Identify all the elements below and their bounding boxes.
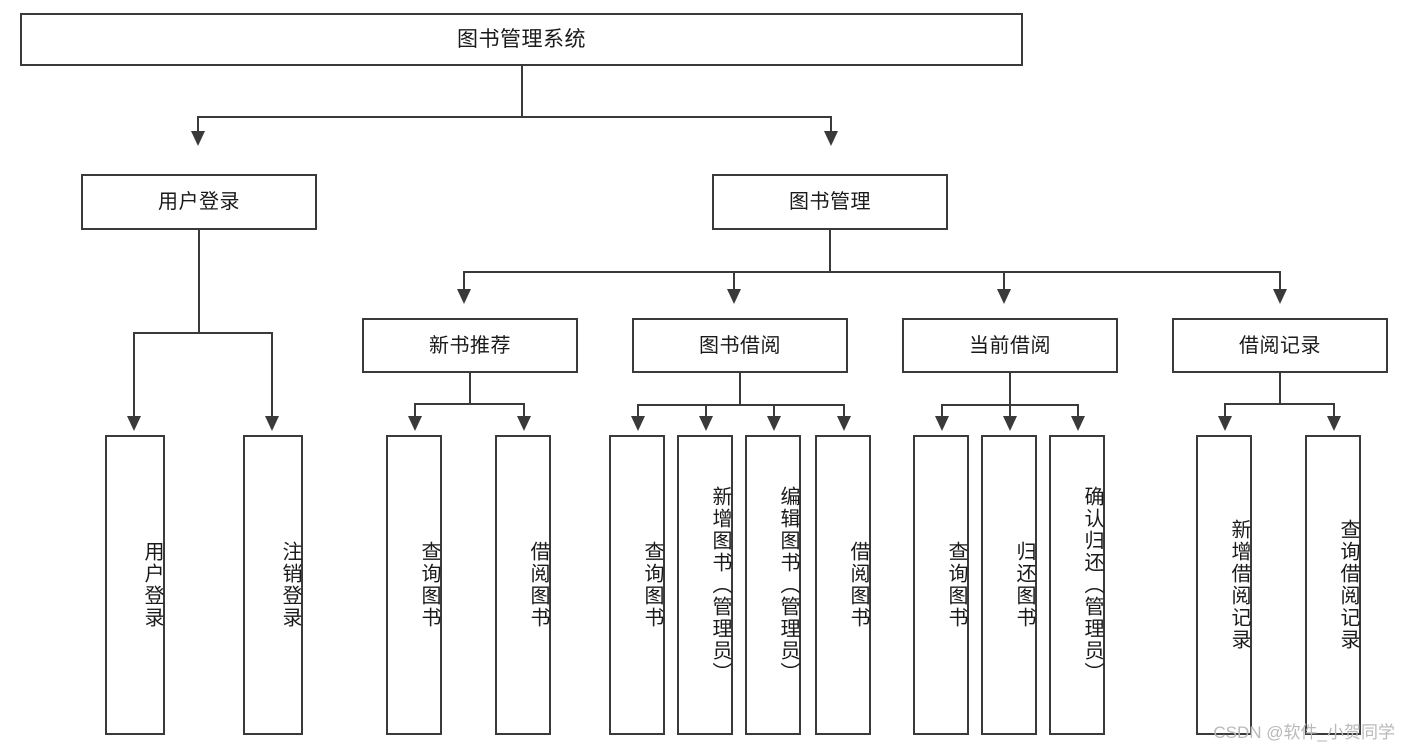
node-book-borrow[interactable]: 图书借阅 [632,318,848,373]
connector-borrow-record-stem [1279,373,1281,404]
leaf-query-borrow-record-label: 查询借阅记录 [1337,519,1359,651]
connector-cb-3 [1077,404,1079,417]
arrow-to-book-management [824,131,838,146]
arrow-to-leaf-query-book-3 [935,416,949,431]
leaf-query-book-2[interactable]: 查询图书 [609,435,665,735]
connector-new-book-bus [414,403,524,405]
connector-user-login-right [271,332,273,418]
arrow-to-leaf-user-login [127,416,141,431]
node-current-borrow[interactable]: 当前借阅 [902,318,1118,373]
leaf-edit-book-admin-label: 编辑图书（管理员） [777,486,799,684]
connector-new-book-stem [469,373,471,404]
leaf-edit-book-admin[interactable]: 编辑图书（管理员） [745,435,801,735]
connector-bb-2 [705,404,707,417]
leaf-add-borrow-record[interactable]: 新增借阅记录 [1196,435,1252,735]
node-new-book-recommend[interactable]: 新书推荐 [362,318,578,373]
connector-book-management-bus [463,271,1280,273]
connector-new-book-left [414,403,416,417]
connector-user-login-stem [198,230,200,333]
arrow-to-book-borrow [727,289,741,304]
leaf-add-book-admin[interactable]: 新增图书（管理员） [677,435,733,735]
arrow-to-leaf-query-borrow-record [1327,416,1341,431]
node-book-management[interactable]: 图书管理 [712,174,948,230]
connector-new-book-right [523,403,525,417]
node-root-book-management-system[interactable]: 图书管理系统 [20,13,1023,66]
leaf-borrow-book-1[interactable]: 借阅图书 [495,435,551,735]
arrow-to-leaf-query-book-2 [631,416,645,431]
node-borrow-record[interactable]: 借阅记录 [1172,318,1388,373]
leaf-add-borrow-record-label: 新增借阅记录 [1228,519,1250,651]
connector-br-left [1224,403,1226,417]
leaf-query-book-1[interactable]: 查询图书 [386,435,442,735]
arrow-to-leaf-add-book [699,416,713,431]
arrow-to-user-login [191,131,205,146]
connector-user-login-bus [133,332,271,334]
arrow-to-leaf-add-borrow-record [1218,416,1232,431]
arrow-to-leaf-borrow-book-2 [837,416,851,431]
arrow-to-current-borrow [997,289,1011,304]
leaf-query-book-3[interactable]: 查询图书 [913,435,969,735]
connector-bm-to-new-book [463,271,465,290]
connector-br-right [1333,403,1335,417]
arrow-to-leaf-confirm-return [1071,416,1085,431]
arrow-to-borrow-record [1273,289,1287,304]
leaf-borrow-book-2-label: 借阅图书 [847,541,869,629]
connector-book-borrow-stem [739,373,741,405]
connector-bm-to-current-borrow [1003,271,1005,290]
node-user-login[interactable]: 用户登录 [81,174,317,230]
leaf-confirm-return-admin[interactable]: 确认归还（管理员） [1049,435,1105,735]
connector-bm-to-borrow-record [1279,271,1281,290]
leaf-user-login-label: 用户登录 [141,541,163,629]
connector-book-borrow-bus [637,404,845,406]
connector-borrow-record-bus [1224,403,1334,405]
leaf-confirm-return-admin-label: 确认归还（管理员） [1081,486,1103,684]
connector-bb-4 [843,404,845,417]
arrow-to-leaf-query-book-1 [408,416,422,431]
leaf-borrow-book-1-label: 借阅图书 [527,541,549,629]
connector-bb-3 [773,404,775,417]
leaf-user-login[interactable]: 用户登录 [105,435,165,735]
connector-bm-to-book-borrow [733,271,735,290]
arrow-to-new-book [457,289,471,304]
leaf-query-book-1-label: 查询图书 [418,541,440,629]
connector-root-bus [197,116,832,118]
leaf-query-borrow-record[interactable]: 查询借阅记录 [1305,435,1361,735]
leaf-query-book-2-label: 查询图书 [641,541,663,629]
connector-cb-2 [1009,404,1011,417]
leaf-return-book-label: 归还图书 [1013,541,1035,629]
connector-current-borrow-stem [1009,373,1011,405]
leaf-add-book-admin-label: 新增图书（管理员） [709,486,731,684]
connector-root-to-book-management [830,116,832,133]
csdn-watermark: CSDN @软件_小贺同学 [1213,723,1395,742]
connector-book-management-stem [829,230,831,273]
connector-cb-1 [941,404,943,417]
leaf-logout-label: 注销登录 [279,541,301,629]
connector-root-stem [521,66,523,117]
connector-user-login-left [133,332,135,418]
arrow-to-leaf-borrow-book-1 [517,416,531,431]
connector-bb-1 [637,404,639,417]
leaf-borrow-book-2[interactable]: 借阅图书 [815,435,871,735]
arrow-to-leaf-logout [265,416,279,431]
leaf-return-book[interactable]: 归还图书 [981,435,1037,735]
connector-root-to-user-login [197,116,199,133]
arrow-to-leaf-return-book [1003,416,1017,431]
leaf-logout[interactable]: 注销登录 [243,435,303,735]
leaf-query-book-3-label: 查询图书 [945,541,967,629]
arrow-to-leaf-edit-book [767,416,781,431]
